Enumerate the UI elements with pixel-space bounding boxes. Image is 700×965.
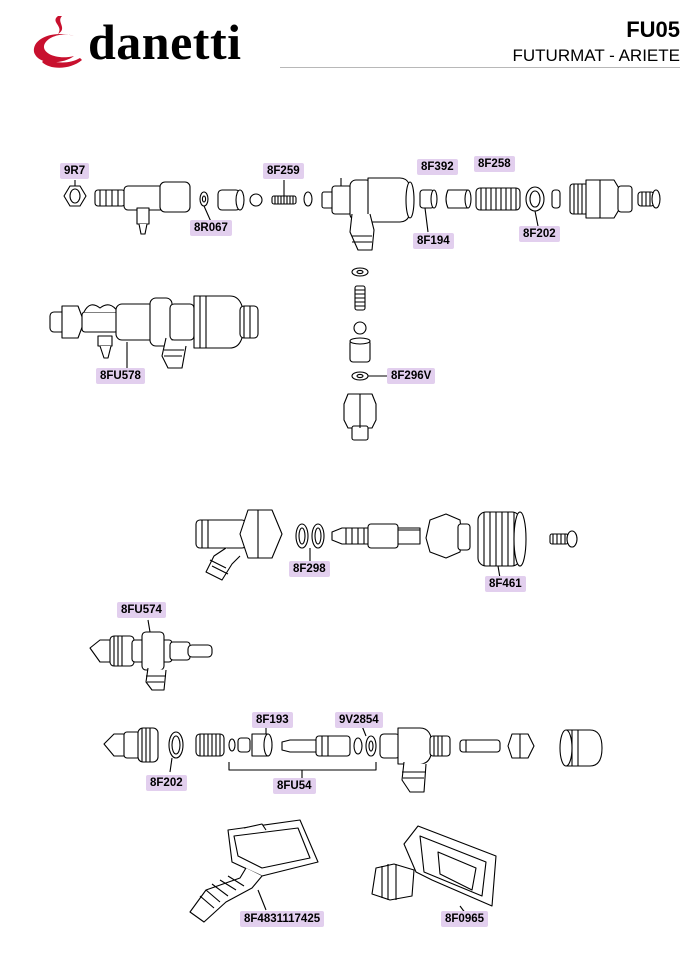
diagram-code: FU05 — [626, 17, 680, 42]
spring-8f259-drawing — [271, 180, 297, 205]
rod-drawing — [459, 739, 501, 753]
assembly-8fu574-drawing — [89, 619, 213, 691]
valve-body-drawing — [321, 177, 415, 251]
hex-nut-drawing — [425, 513, 471, 559]
valve-stem-drawing — [331, 523, 421, 549]
header: danetti FU05 FUTURMAT - ARIETE — [0, 0, 700, 70]
part-label-9r7: 9R7 — [60, 163, 90, 179]
part-label-8f298: 8F298 — [289, 561, 330, 577]
part-label-8f193: 8F193 — [252, 712, 293, 728]
piston-8f392-drawing — [419, 189, 472, 233]
gasket-8f202-drawing — [525, 186, 561, 227]
part-label-9v2854: 9V2854 — [335, 712, 383, 728]
bracket-8fu54-drawing — [228, 762, 377, 778]
o-rings-9v2854-drawing — [353, 725, 377, 757]
bushing-drawing — [217, 189, 263, 211]
danetti-logo-icon — [33, 16, 82, 68]
union-fitting-drawing — [569, 179, 633, 219]
valve-body-row5-drawing — [379, 727, 451, 793]
part-label-8f202: 8F202 — [519, 226, 560, 242]
part-label-8f392: 8F392 — [417, 159, 458, 175]
end-cap-drawing — [559, 729, 603, 767]
part-label-8f202-b: 8F202 — [146, 775, 187, 791]
gaskets-8f298-drawing — [295, 523, 325, 562]
nut-9r7-drawing — [63, 180, 87, 207]
fill-funnel-8f0965-drawing — [371, 825, 497, 915]
part-label-8f4831117425: 8F4831117425 — [240, 911, 325, 927]
gasket-8f202-b-drawing — [168, 731, 184, 773]
brand-name: danetti — [88, 14, 242, 70]
part-label-8r067: 8R067 — [190, 220, 232, 236]
part-label-8fu54: 8FU54 — [273, 778, 316, 794]
part-label-8fu578: 8FU578 — [96, 368, 145, 384]
small-parts-8f193-drawing — [228, 728, 273, 757]
screw-drawing — [637, 189, 661, 209]
elbow-fitting-drawing — [195, 509, 283, 581]
knob-8f461-drawing — [477, 511, 527, 579]
steam-tube-drawing — [94, 181, 191, 235]
cap-nut-drawing — [507, 733, 535, 759]
spring-row5-drawing — [195, 733, 225, 757]
part-label-8f0965: 8F0965 — [441, 911, 489, 927]
part-label-8f258: 8F258 — [474, 156, 515, 172]
vertical-stack-drawing — [343, 267, 390, 441]
part-label-8f296v: 8F296V — [387, 368, 436, 384]
fitting-left-drawing — [103, 727, 159, 763]
header-divider — [280, 67, 680, 68]
part-label-8fu574: 8FU574 — [117, 602, 166, 618]
part-label-8f194: 8F194 — [413, 233, 454, 249]
washer-small-drawing — [303, 191, 313, 207]
part-label-8f461: 8F461 — [485, 576, 526, 592]
set-screw-drawing — [549, 530, 578, 548]
part-label-8f259: 8F259 — [263, 163, 304, 179]
spring-8f258-drawing — [475, 187, 521, 211]
assembly-8fu578-drawing — [49, 295, 259, 369]
piston-stem-drawing — [281, 735, 351, 757]
drip-tray-8f4831117425-drawing — [189, 819, 319, 923]
model-name: FUTURMAT - ARIETE — [512, 46, 681, 65]
